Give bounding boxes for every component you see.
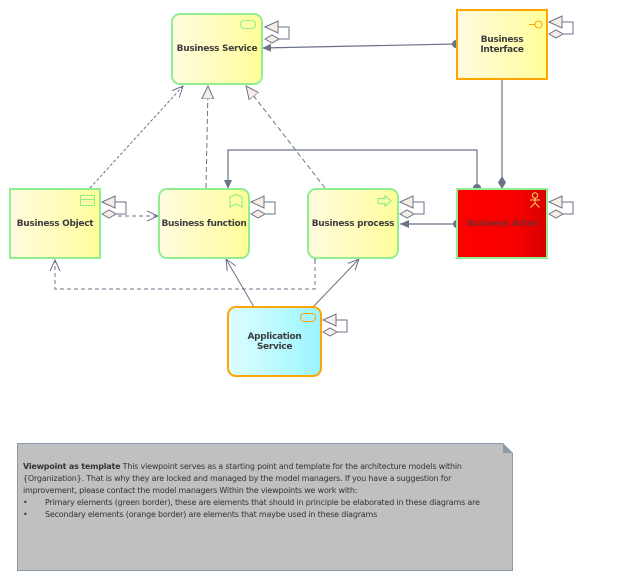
quick-link-diamond-icon[interactable] bbox=[547, 209, 565, 219]
bullet-text: Secondary elements (orange border) are e… bbox=[45, 510, 378, 519]
note-bullet: • Secondary elements (orange border) are… bbox=[23, 509, 502, 521]
quick-link-bracket bbox=[562, 21, 574, 35]
quick-link-bracket bbox=[278, 26, 290, 40]
node-business-function[interactable]: Business function bbox=[158, 188, 250, 259]
node-business-process[interactable]: Business process bbox=[307, 188, 399, 259]
quick-link-diamond-icon[interactable] bbox=[398, 209, 416, 219]
note-body: This viewpoint serves as a starting poin… bbox=[23, 462, 462, 495]
quick-link-triangle-icon[interactable] bbox=[547, 15, 563, 29]
connector-interface-to-service[interactable] bbox=[261, 40, 460, 52]
note-fold-corner bbox=[503, 443, 513, 453]
bullet-text: Primary elements (green border), these a… bbox=[45, 498, 480, 507]
quick-link-diamond-icon[interactable] bbox=[249, 209, 267, 219]
quick-link-bracket bbox=[115, 201, 127, 215]
node-label: Business Object bbox=[16, 218, 94, 229]
note-text: Viewpoint as template This viewpoint ser… bbox=[23, 461, 502, 521]
quick-link-bracket bbox=[264, 201, 276, 215]
connector-appservice-to-process[interactable] bbox=[312, 259, 359, 308]
note-bullet: • Primary elements (green border), these… bbox=[23, 497, 502, 509]
node-label: Business process bbox=[311, 218, 395, 229]
connector-process-to-service[interactable] bbox=[246, 86, 326, 189]
node-business-interface[interactable]: Business Interface bbox=[456, 9, 548, 80]
quick-link-triangle-icon[interactable] bbox=[398, 195, 414, 209]
bullet-dot: • bbox=[23, 498, 28, 507]
quick-link-handles[interactable] bbox=[100, 195, 127, 219]
quick-link-triangle-icon[interactable] bbox=[547, 195, 563, 209]
connector-actor-to-function[interactable] bbox=[224, 149, 481, 192]
node-label: Business Actor bbox=[466, 218, 538, 229]
quick-link-bracket bbox=[336, 319, 348, 333]
quick-link-triangle-icon[interactable] bbox=[249, 195, 265, 209]
quick-link-triangle-icon[interactable] bbox=[263, 20, 279, 34]
connector-appservice-to-function[interactable] bbox=[226, 259, 255, 308]
quick-link-handles[interactable] bbox=[263, 20, 290, 44]
quick-link-bracket bbox=[562, 201, 574, 215]
note-title: Viewpoint as template bbox=[23, 462, 121, 471]
connector-function-to-service[interactable] bbox=[206, 86, 208, 189]
quick-link-handles[interactable] bbox=[547, 15, 574, 39]
interface-icon bbox=[529, 16, 543, 29]
quick-link-handles[interactable] bbox=[398, 195, 425, 219]
service-icon bbox=[300, 313, 316, 322]
connector-object-to-service[interactable] bbox=[90, 86, 183, 188]
connector-process-to-object[interactable] bbox=[55, 260, 315, 290]
node-business-service[interactable]: Business Service bbox=[171, 13, 263, 85]
quick-link-diamond-icon[interactable] bbox=[263, 34, 281, 44]
node-label: Business function bbox=[161, 218, 247, 229]
quick-link-triangle-icon[interactable] bbox=[321, 313, 337, 327]
node-label: Application Service bbox=[247, 331, 302, 352]
node-business-object[interactable]: Business Object bbox=[9, 188, 101, 259]
node-label: Business Interface bbox=[480, 34, 524, 55]
service-icon bbox=[240, 20, 256, 29]
quick-link-diamond-icon[interactable] bbox=[547, 29, 565, 39]
viewpoint-note[interactable]: Viewpoint as template This viewpoint ser… bbox=[17, 443, 513, 571]
quick-link-bracket bbox=[413, 201, 425, 215]
process-arrow-icon bbox=[377, 194, 392, 208]
quick-link-diamond-icon[interactable] bbox=[100, 209, 118, 219]
bullet-dot: • bbox=[23, 510, 28, 519]
node-application-service[interactable]: Application Service bbox=[227, 306, 322, 377]
quick-link-handles[interactable] bbox=[547, 195, 574, 219]
node-business-actor[interactable]: Business Actor bbox=[456, 188, 548, 259]
function-icon bbox=[229, 193, 243, 208]
node-label: Business Service bbox=[176, 44, 258, 54]
quick-link-triangle-icon[interactable] bbox=[100, 195, 116, 209]
quick-link-handles[interactable] bbox=[249, 195, 276, 219]
object-icon bbox=[80, 195, 95, 206]
quick-link-handles[interactable] bbox=[321, 313, 348, 337]
quick-link-diamond-icon[interactable] bbox=[321, 327, 339, 337]
actor-icon bbox=[528, 192, 542, 208]
